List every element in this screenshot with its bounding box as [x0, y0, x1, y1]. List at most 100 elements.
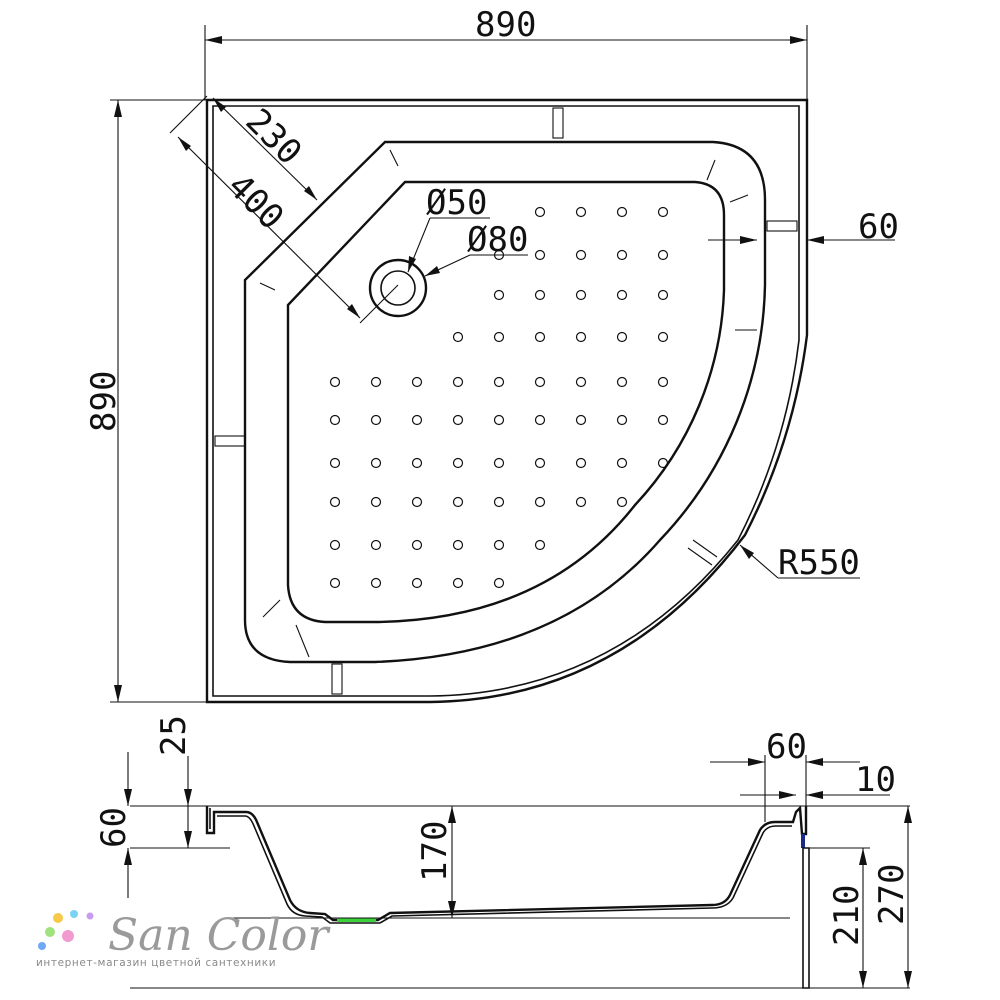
- anti-slip-dot: [534, 414, 546, 426]
- anti-slip-dot: [657, 206, 669, 218]
- drain-inner-circle: [380, 270, 416, 306]
- section-profile-inner: [209, 808, 792, 924]
- logo-dot: [45, 927, 55, 937]
- anti-slip-dot: [370, 577, 382, 589]
- anti-slip-dot: [657, 249, 669, 261]
- anti-slip-dot: [452, 414, 464, 426]
- brand-logo: San Color интернет-магазин цветной санте…: [36, 910, 331, 969]
- rim-ticks: [259, 149, 757, 658]
- dim-drain-50: Ø50: [426, 183, 487, 223]
- anti-slip-dot: [411, 496, 423, 508]
- anti-slip-dot: [534, 249, 546, 261]
- dim-section-25: 25: [154, 715, 194, 756]
- tray-outer-inner-line: [212, 105, 800, 697]
- anti-slip-dot: [370, 376, 382, 388]
- anti-slip-dot: [616, 331, 628, 343]
- anti-slip-dot: [657, 331, 669, 343]
- anti-slip-dot: [575, 496, 587, 508]
- dim-section-210: 210: [827, 885, 867, 946]
- anti-slip-dot: [575, 414, 587, 426]
- anti-slip-dot: [411, 376, 423, 388]
- dim-section-270: 270: [872, 864, 912, 925]
- anti-slip-dot: [452, 539, 464, 551]
- anti-slip-dot: [493, 539, 505, 551]
- basin-inner: [286, 180, 726, 624]
- anti-slip-dot: [616, 414, 628, 426]
- anti-slip-dot: [329, 376, 341, 388]
- anti-slip-dot: [370, 457, 382, 469]
- anti-slip-dot: [329, 414, 341, 426]
- anti-slip-dot: [329, 496, 341, 508]
- anti-slip-dot: [575, 457, 587, 469]
- plan-view: [205, 98, 809, 704]
- logo-dot: [53, 913, 63, 923]
- anti-slip-dot: [534, 206, 546, 218]
- dim-drain-80: Ø80: [467, 220, 528, 260]
- dim-section-10: 10: [855, 760, 896, 800]
- anti-slip-dot: [370, 496, 382, 508]
- anti-slip-dot: [616, 376, 628, 388]
- anti-slip-dot: [329, 577, 341, 589]
- anti-slip-dot: [657, 289, 669, 301]
- support-strips: [214, 107, 798, 695]
- section-view: 25 60 170 60 10 210: [94, 715, 912, 989]
- anti-slip-dot: [575, 331, 587, 343]
- tray-outer-outline: [205, 98, 809, 704]
- logo-dot: [70, 910, 78, 918]
- anti-slip-dot: [370, 414, 382, 426]
- dim-rim-60: 60: [858, 207, 899, 247]
- anti-slip-dot: [534, 376, 546, 388]
- anti-slip-dot: [452, 457, 464, 469]
- anti-slip-dot: [493, 414, 505, 426]
- anti-slip-dot: [534, 539, 546, 551]
- anti-slip-dot: [534, 331, 546, 343]
- rim-outer: [243, 140, 767, 664]
- drain-outer-circle: [368, 258, 428, 318]
- anti-slip-dot: [657, 414, 669, 426]
- anti-slip-dot: [493, 577, 505, 589]
- front-apron: [802, 847, 810, 989]
- dim-section-60-left: 60: [94, 807, 134, 848]
- anti-slip-dot: [411, 457, 423, 469]
- anti-slip-dot: [616, 496, 628, 508]
- anti-slip-dot: [657, 376, 669, 388]
- anti-slip-dot: [534, 496, 546, 508]
- anti-slip-dot: [616, 289, 628, 301]
- anti-slip-dot: [575, 206, 587, 218]
- anti-slip-dot: [534, 289, 546, 301]
- anti-slip-dot: [493, 457, 505, 469]
- anti-slip-dot: [616, 249, 628, 261]
- anti-slip-dot: [575, 376, 587, 388]
- dim-diag-230: 230: [238, 101, 310, 173]
- anti-slip-dot: [452, 577, 464, 589]
- anti-slip-dot: [493, 289, 505, 301]
- logo-dot: [38, 942, 46, 950]
- anti-slip-dot: [493, 496, 505, 508]
- anti-slip-dot: [493, 376, 505, 388]
- anti-slip-dot: [411, 414, 423, 426]
- drain: [368, 258, 428, 318]
- dim-section-60-right: 60: [766, 727, 807, 767]
- anti-slip-dot: [452, 331, 464, 343]
- anti-slip-dots: [329, 206, 669, 589]
- anti-slip-dot: [329, 539, 341, 551]
- anti-slip-dot: [452, 376, 464, 388]
- dim-left-height: 890: [84, 371, 124, 432]
- anti-slip-dot: [370, 539, 382, 551]
- anti-slip-dot: [452, 496, 464, 508]
- dim-top-width: 890: [475, 5, 536, 45]
- brand-name: San Color: [108, 910, 331, 961]
- logo-dots-icon: [38, 910, 94, 950]
- anti-slip-dot: [329, 457, 341, 469]
- dim-radius: R550: [778, 543, 860, 583]
- anti-slip-dot: [616, 457, 628, 469]
- brand-tagline: интернет-магазин цветной сантехники: [36, 957, 276, 969]
- section-profile: [205, 805, 808, 922]
- anti-slip-dot: [657, 457, 669, 469]
- anti-slip-dot: [575, 289, 587, 301]
- logo-dot: [86, 912, 94, 920]
- anti-slip-dot: [575, 249, 587, 261]
- dim-section-170: 170: [415, 821, 455, 882]
- anti-slip-dot: [616, 206, 628, 218]
